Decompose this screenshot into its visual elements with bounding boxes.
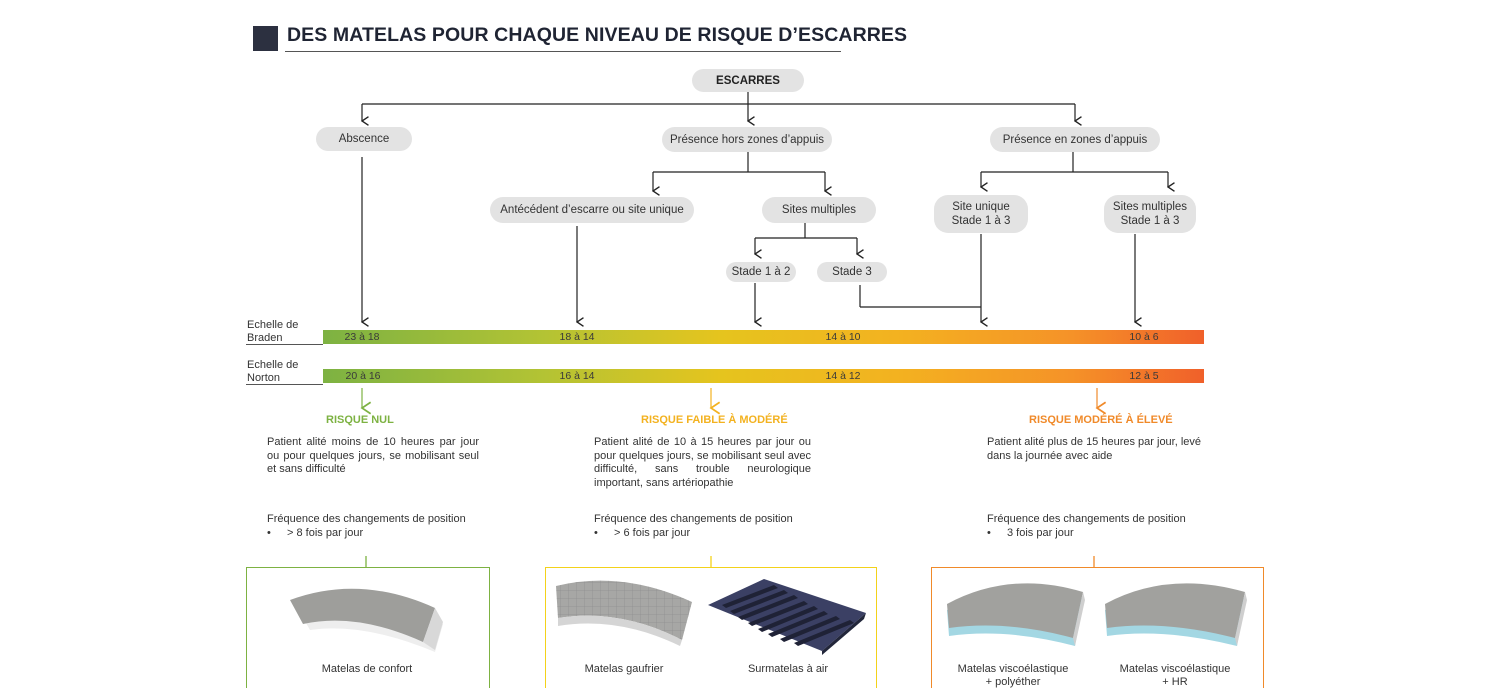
node-sites-multiples-en-line2: Stade 1 à 3 xyxy=(1120,215,1180,227)
risk-nul-frequency: Fréquence des changements de position • >… xyxy=(267,513,466,540)
frequency-value: > 8 fois par jour xyxy=(287,526,364,539)
frequency-label: Fréquence des changements de position xyxy=(594,513,793,525)
frequency-value: 3 fois par jour xyxy=(1007,526,1074,539)
bullet-icon: • xyxy=(594,526,598,539)
norton-scale-label: Echelle de Norton xyxy=(247,359,298,385)
braden-value: 18 à 14 xyxy=(559,331,595,343)
matelas-viscoelastique-polyether-image xyxy=(947,583,1085,646)
braden-gradient-bar: 23 à 18 18 à 14 14 à 10 10 à 6 xyxy=(323,330,1204,344)
caption-line2: + polyéther xyxy=(985,676,1041,688)
node-site-unique: Site unique Stade 1 à 3 xyxy=(934,195,1028,233)
node-stade-1-2: Stade 1 à 2 xyxy=(726,262,796,282)
risk-title-nul: RISQUE NUL xyxy=(326,414,394,426)
braden-label-line1: Echelle de xyxy=(247,319,299,331)
frequency-label: Fréquence des changements de position xyxy=(267,513,466,525)
norton-gradient-bar: 20 à 16 16 à 14 14 à 12 12 à 5 xyxy=(323,369,1204,383)
matelas-visco-hr-caption: Matelas viscoélastique + HR xyxy=(1120,663,1231,689)
node-escarres: ESCARRES xyxy=(692,69,804,92)
norton-label-line2: Norton xyxy=(247,372,281,384)
norton-value: 20 à 16 xyxy=(345,370,381,382)
title-divider xyxy=(285,51,841,52)
node-presence-en-zones: Présence en zones d’appuis xyxy=(990,127,1160,152)
norton-value: 14 à 12 xyxy=(825,370,861,382)
matelas-confort-image xyxy=(290,588,443,652)
matelas-viscoelastique-hr-image xyxy=(1105,583,1247,646)
risk-faible-description: Patient alité de 10 à 15 heures par jour… xyxy=(594,436,811,489)
node-absence: Abscence xyxy=(316,127,412,151)
node-presence-hors-zones: Présence hors zones d’appuis xyxy=(662,127,832,152)
matelas-gaufrier-image xyxy=(556,580,692,646)
risk-eleve-description: Patient alité plus de 15 heures par jour… xyxy=(987,436,1202,462)
risk-faible-frequency: Fréquence des changements de position • >… xyxy=(594,513,793,540)
node-site-unique-line1: Site unique xyxy=(952,201,1010,213)
braden-label-underline xyxy=(246,344,323,345)
matelas-confort-caption: Matelas de confort xyxy=(321,663,413,675)
norton-value: 16 à 14 xyxy=(559,370,595,382)
braden-scale-label: Echelle de Braden xyxy=(247,319,298,345)
norton-label-line1: Echelle de xyxy=(247,359,299,371)
surmatelas-air-caption: Surmatelas à air xyxy=(747,663,829,675)
node-sites-multiples-en-zones: Sites multiples Stade 1 à 3 xyxy=(1104,195,1196,233)
norton-label-underline xyxy=(246,384,323,385)
braden-value: 14 à 10 xyxy=(825,331,861,343)
risk-title-faible-modere: RISQUE FAIBLE À MODÉRÉ xyxy=(641,414,788,426)
braden-label-line2: Braden xyxy=(247,332,283,344)
title-square-icon xyxy=(253,26,278,51)
node-antecedent: Antécédent d’escarre ou site unique xyxy=(490,197,694,223)
mattress-box-nul xyxy=(246,567,490,688)
mattress-box-eleve xyxy=(931,567,1264,688)
node-sites-multiples: Sites multiples xyxy=(762,197,876,223)
braden-value: 10 à 6 xyxy=(1129,331,1159,343)
node-stade-3: Stade 3 xyxy=(817,262,887,282)
frequency-label: Fréquence des changements de position xyxy=(987,513,1186,525)
node-site-unique-line2: Stade 1 à 3 xyxy=(951,215,1011,227)
page-title: DES MATELAS POUR CHAQUE NIVEAU DE RISQUE… xyxy=(287,24,908,46)
matelas-visco-polyether-caption: Matelas viscoélastique + polyéther xyxy=(958,663,1069,689)
caption-line2: + HR xyxy=(1162,676,1188,688)
caption-line1: Matelas viscoélastique xyxy=(1119,663,1231,675)
node-sites-multiples-en-line1: Sites multiples xyxy=(1112,201,1188,213)
frequency-value: > 6 fois par jour xyxy=(614,526,691,539)
caption-line1: Matelas viscoélastique xyxy=(957,663,1069,675)
norton-value: 12 à 5 xyxy=(1129,370,1159,382)
bullet-icon: • xyxy=(267,526,271,539)
bullet-icon: • xyxy=(987,526,991,539)
braden-value: 23 à 18 xyxy=(344,331,380,343)
matelas-gaufrier-caption: Matelas gaufrier xyxy=(584,663,664,675)
risk-nul-description: Patient alité moins de 10 heures par jou… xyxy=(267,436,479,475)
risk-eleve-frequency: Fréquence des changements de position • 3… xyxy=(987,513,1186,540)
risk-title-modere-eleve: RISQUE MODÉRÉ À ÉLEVÉ xyxy=(1029,414,1173,426)
mattress-box-faible xyxy=(545,567,877,688)
surmatelas-air-image xyxy=(708,579,866,655)
